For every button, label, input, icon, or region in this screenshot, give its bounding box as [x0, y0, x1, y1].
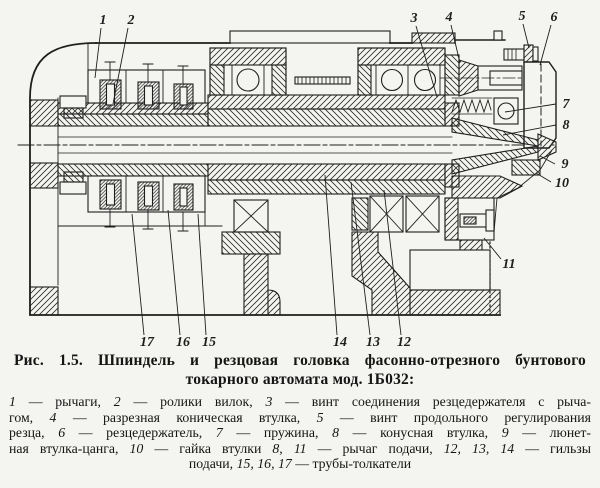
- legend-text: — резцедержатель,: [65, 425, 216, 441]
- legend-text: — гильзы: [514, 440, 592, 456]
- callout-number-12: 12: [397, 335, 411, 348]
- legend-part-number: 11: [293, 440, 307, 456]
- callout-leader-3: [415, 25, 438, 98]
- callout-number-8: 8: [563, 118, 570, 133]
- legend-line-4: ная втулка-цанга, 10 — гайка втулки 8, 1…: [9, 441, 591, 457]
- callout-number-15: 15: [202, 335, 216, 348]
- cutting-head-assembly: [439, 30, 557, 233]
- callout-number-11: 11: [502, 257, 515, 272]
- legend-text: — пружина,: [222, 425, 333, 441]
- legend-part-number: 12, 13, 14: [443, 440, 515, 456]
- legend-text: — рычаг подачи,: [306, 440, 444, 456]
- spindle-bearings: [209, 47, 446, 96]
- callout-number-2: 2: [127, 13, 135, 28]
- legend-part-number: 8: [332, 425, 340, 441]
- callout-leader-7: [504, 103, 557, 113]
- callout-number-14: 14: [333, 335, 347, 348]
- legend-text: ная втулка-цанга,: [9, 440, 130, 456]
- legend-line-3: резца, 6 — резцедержатель, 7 — пружина, …: [9, 425, 591, 441]
- legend-text: — гайка втулки: [143, 440, 273, 456]
- callout-leader-13: [350, 181, 371, 336]
- legend-part-number: 3: [265, 394, 273, 409]
- callout-number-13: 13: [366, 335, 380, 348]
- callout-number-17: 17: [140, 335, 155, 348]
- legend-text: — рычаги,: [15, 394, 114, 409]
- legend-text: — разрезная коническая втулка,: [56, 409, 317, 425]
- callout-leader-8: [502, 124, 557, 136]
- callout-leader-4: [450, 24, 461, 64]
- legend-line-5: подачи, 15, 16, 17 — трубы-толкатели: [9, 456, 591, 472]
- callout-number-3: 3: [410, 11, 418, 26]
- callout-leader-16: [167, 209, 181, 336]
- legend-text: — ролики вилок,: [120, 394, 266, 409]
- legend-text: подачи,: [188, 456, 237, 472]
- legend-part-number: 10: [129, 440, 144, 456]
- figure-legend: 1 — рычаги, 2 — ролики вилок, 3 — винт с…: [0, 389, 600, 472]
- callout-leader-11: [483, 237, 502, 260]
- callout-leader-10: [535, 172, 552, 183]
- legend-text: — винт соединения резцедержателя с рыча-: [272, 394, 591, 409]
- legend-text: ,: [279, 440, 294, 456]
- callout-number-6: 6: [551, 10, 558, 25]
- callout-leader-17: [131, 213, 145, 336]
- upper-lever-mechanism: [87, 61, 206, 110]
- figure-caption-line2: токарного автомата мод. 1Б032:: [185, 371, 415, 388]
- legend-part-number: 2: [113, 394, 121, 409]
- legend-part-number: 1: [9, 394, 16, 409]
- callout-number-4: 4: [445, 10, 453, 25]
- legend-text: гом,: [9, 409, 50, 425]
- legend-part-number: 5: [316, 409, 324, 425]
- callout-number-9: 9: [562, 157, 569, 172]
- callout-leader-1: [94, 27, 102, 79]
- callout-leader-2: [112, 27, 129, 105]
- callout-leader-5: [522, 23, 530, 49]
- callout-number-10: 10: [555, 176, 569, 191]
- figure-caption: Рис. 1.5. Шпиндель и резцовая головка фа…: [0, 348, 600, 389]
- callout-number-7: 7: [563, 97, 571, 112]
- legend-text: — винт продольного регулирования: [323, 409, 591, 425]
- callout-leader-6: [539, 24, 552, 66]
- legend-part-number: 8: [272, 440, 280, 456]
- legend-text: — трубы-толкатели: [291, 456, 412, 472]
- callout-leader-12: [383, 189, 402, 336]
- figure-caption-line1: Рис. 1.5. Шпиндель и резцовая головка фа…: [14, 352, 586, 369]
- feed-lever-bracket: [444, 197, 495, 316]
- housing-outline: [29, 30, 506, 316]
- legend-line-2: гом, 4 — разрезная коническая втулка, 5 …: [9, 410, 591, 426]
- drawing-linework: [17, 30, 557, 316]
- callout-leader-14: [324, 174, 338, 336]
- callout-leader-9: [539, 155, 556, 165]
- callout-leader-15: [197, 213, 207, 336]
- legend-text: — конусная втулка,: [339, 425, 502, 441]
- legend-part-number: 4: [49, 409, 57, 425]
- legend-text: резца,: [9, 425, 59, 441]
- legend-part-number: 7: [215, 425, 223, 441]
- callout-number-1: 1: [100, 13, 107, 28]
- callout-number-16: 16: [176, 335, 190, 348]
- legend-part-number: 6: [58, 425, 66, 441]
- callout-number-5: 5: [519, 9, 526, 24]
- lower-lever-mechanism: [87, 175, 206, 232]
- legend-part-number: 15, 16, 17: [236, 456, 292, 472]
- legend-line-1: 1 — рычаги, 2 — ролики вилок, 3 — винт с…: [9, 394, 591, 410]
- legend-text: — люнет-: [508, 425, 591, 441]
- legend-part-number: 9: [501, 425, 509, 441]
